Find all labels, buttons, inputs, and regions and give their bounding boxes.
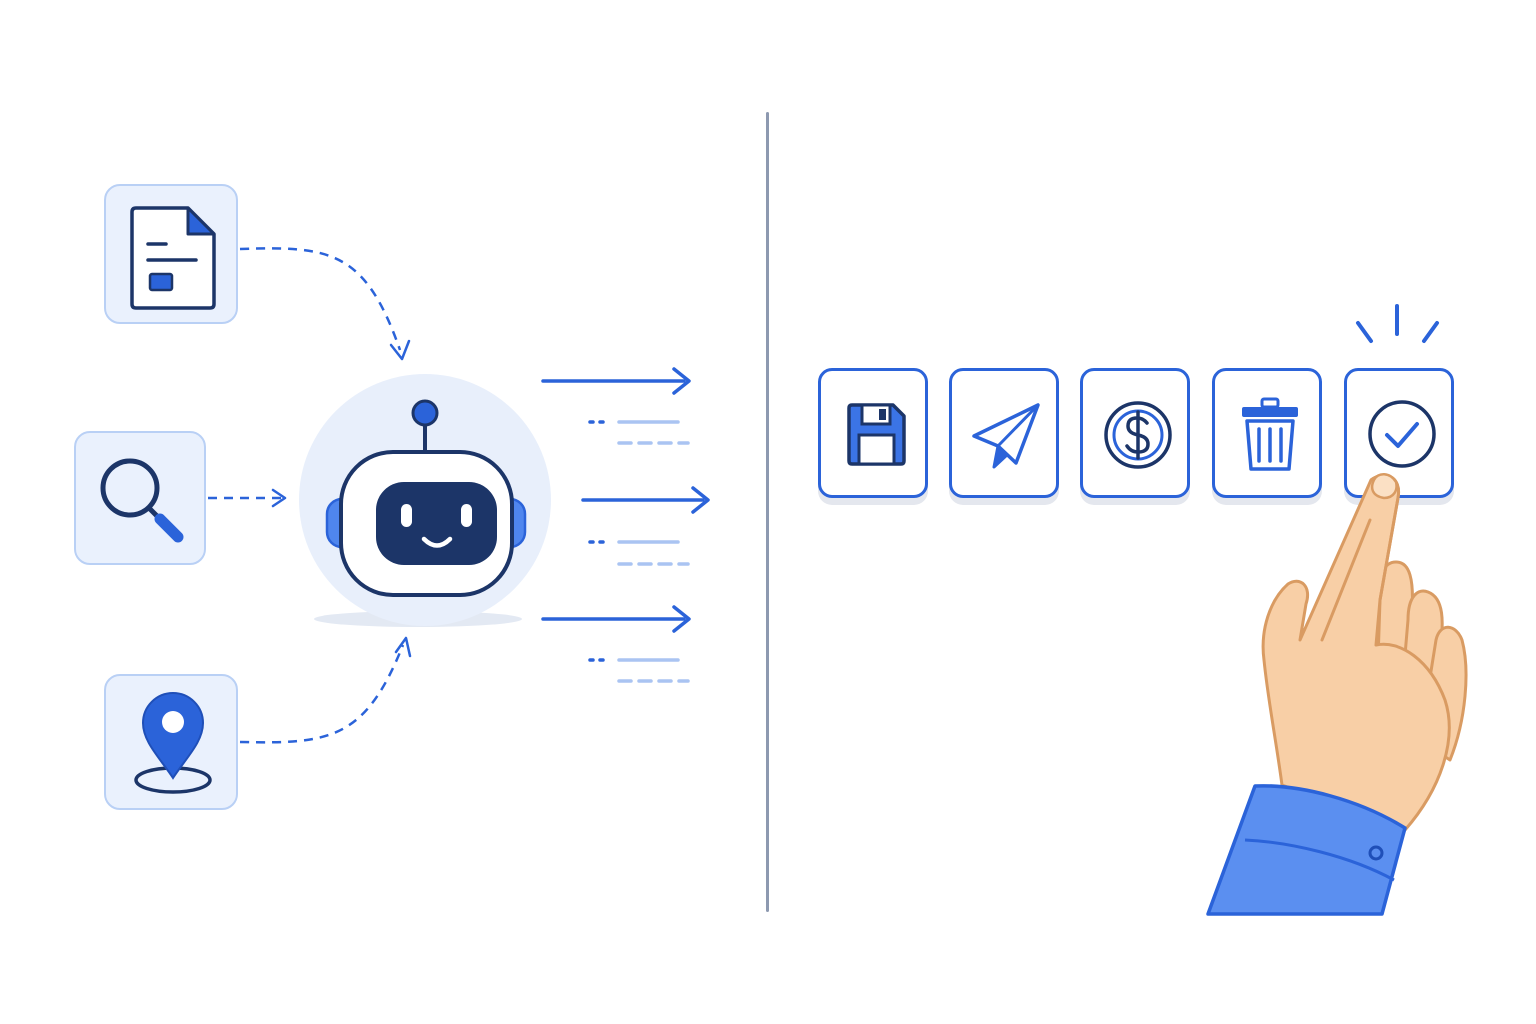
location-pin-icon (134, 692, 212, 794)
floppy-disk-icon (847, 403, 906, 466)
output-arrow-1 (541, 367, 691, 445)
document-icon (130, 206, 216, 310)
delete-button[interactable] (1212, 368, 1322, 498)
send-button[interactable] (949, 368, 1059, 498)
arrowhead-icon (389, 339, 411, 361)
input-tile-document (104, 184, 238, 324)
save-button[interactable] (818, 368, 928, 498)
input-tile-search (74, 431, 206, 565)
dollar-coin-icon (1104, 401, 1172, 469)
cuff-button (1368, 845, 1384, 861)
check-circle-icon (1368, 400, 1436, 468)
trash-icon (1242, 397, 1298, 471)
output-arrow-3 (541, 605, 691, 683)
input-tile-location (104, 674, 238, 810)
arrowhead-icon (271, 488, 287, 508)
magnifier-icon (100, 458, 184, 543)
section-divider (766, 112, 769, 912)
output-arrow-2 (581, 486, 710, 566)
fingernail (1370, 473, 1398, 500)
pay-button[interactable] (1080, 368, 1190, 498)
connector-location-to-agent (239, 644, 405, 744)
arrowhead-icon (394, 636, 412, 658)
paper-plane-icon (972, 403, 1040, 469)
connector-document-to-agent (239, 247, 402, 351)
